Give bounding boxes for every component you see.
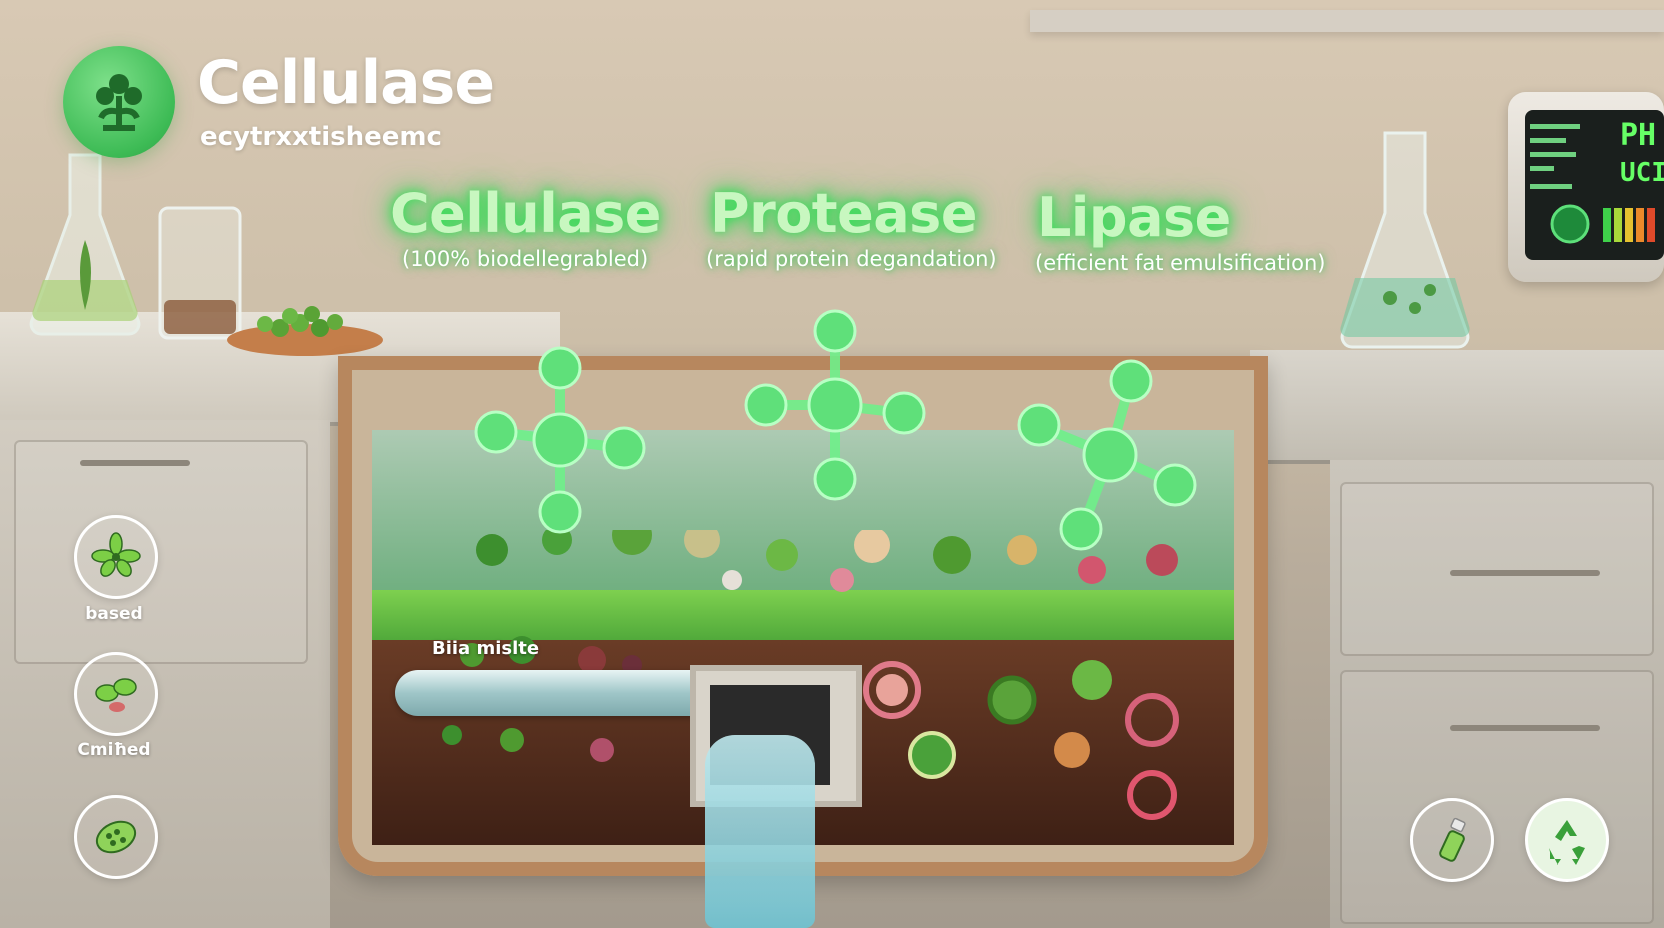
cabinet-right <box>1330 460 1664 928</box>
spray-bottle-icon <box>1439 817 1466 862</box>
beaker-left <box>158 206 242 340</box>
ph-value-secondary: UCI <box>1620 158 1664 188</box>
drawer-handle <box>1450 570 1600 576</box>
molecule-lipase <box>1017 359 1197 551</box>
cell-icon <box>95 820 137 854</box>
molecule-cellulase <box>474 346 646 534</box>
plate-with-pellets <box>227 306 383 356</box>
leaf-icon-badge <box>74 515 158 599</box>
brand-title: Cellulase <box>197 48 495 118</box>
brand-subtitle: ecytrxxtisheemc <box>200 122 442 152</box>
ph-meter-labels <box>1530 124 1580 189</box>
ph-meter-gauge <box>1550 204 1655 244</box>
enzyme-name: Cellulase <box>390 182 661 245</box>
leaf-icon <box>91 532 141 577</box>
tank-label: Biia mislte <box>432 638 540 659</box>
microbes-illustration <box>442 530 1179 820</box>
molecule-protease <box>744 309 926 501</box>
microbe-icon-badge <box>74 652 158 736</box>
recycle-badge <box>1525 798 1609 882</box>
drawer-handle <box>1450 725 1600 731</box>
ph-value: PH <box>1620 118 1657 153</box>
drawer <box>1340 482 1654 656</box>
spray-bottle-badge <box>1410 798 1494 882</box>
drawer <box>1340 670 1654 924</box>
enzyme-description: (rapid protein degandation) <box>706 247 997 271</box>
flask-left <box>29 153 141 336</box>
recycle-icon <box>1549 820 1585 865</box>
enzyme-name: Protease <box>710 182 977 245</box>
enzyme-description: (100% biodellegrabled) <box>402 247 649 271</box>
microbe-icon <box>95 678 137 712</box>
drawer <box>14 440 308 664</box>
flask-right <box>1340 131 1470 349</box>
enzyme-lipase: Lipase (efficient fat emulsification) <box>1035 186 1326 275</box>
water-stream <box>705 735 815 928</box>
side-label-combined: Cmiħed <box>77 740 151 760</box>
brand-logo <box>63 46 175 158</box>
cabinet-left <box>0 420 330 928</box>
enzyme-protease: Protease (rapid protein degandation) <box>706 182 997 271</box>
enzyme-cellulase: Cellulase (100% biodellegrabled) <box>390 182 661 271</box>
drawer-handle <box>80 460 190 466</box>
enzyme-description: (efficient fat emulsification) <box>1035 251 1326 275</box>
enzyme-name: Lipase <box>1037 186 1231 249</box>
wall-shelf <box>1030 10 1664 32</box>
cell-icon-badge <box>74 795 158 879</box>
side-label-based: based <box>85 604 143 624</box>
countertop-right <box>1250 350 1664 464</box>
plant-icon <box>96 74 142 131</box>
tank-moss-layer <box>372 590 1234 642</box>
drain-pipe <box>395 670 715 716</box>
